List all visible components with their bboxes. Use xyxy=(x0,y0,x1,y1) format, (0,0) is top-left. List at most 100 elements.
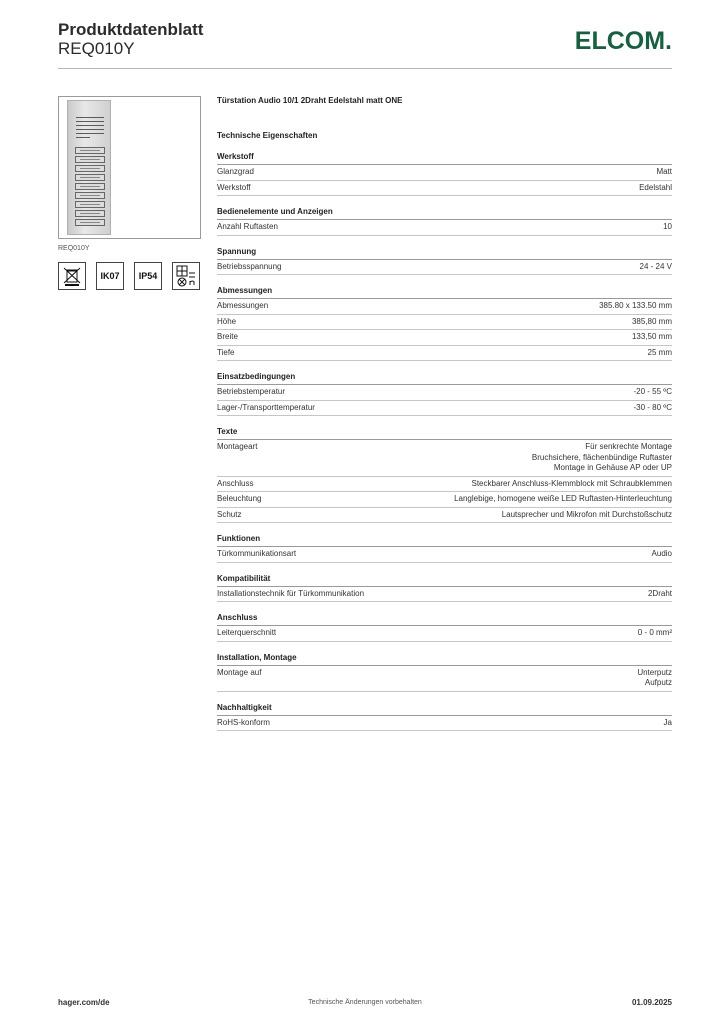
spec-label: Lager-/Transporttemperatur xyxy=(217,402,315,412)
spec-label: Beleuchtung xyxy=(217,494,262,503)
spec-label: Glanzgrad xyxy=(217,167,254,176)
section-title: Technische Eigenschaften xyxy=(217,131,318,140)
spec-row: Anzahl Ruftasten 10 xyxy=(217,220,672,236)
spec-value-line: 24 - 24 V xyxy=(639,261,672,271)
elcom-logo: ELCOM. xyxy=(574,27,672,55)
spec-value-line: 2Draht xyxy=(647,588,672,598)
spec-group-title: Installation, Montage xyxy=(217,653,672,666)
spec-value: Langlebige, homogene weiße LED Ruftasten… xyxy=(271,494,672,505)
spec-label: Höhe xyxy=(217,316,237,326)
spec-group-title: Nachhaltigkeit xyxy=(217,703,672,716)
spec-value-line: 385.80 x 133.50 mm xyxy=(599,301,672,310)
spec-label: Montageart xyxy=(217,442,258,451)
spec-row: Betriebsspannung 24 - 24 V xyxy=(217,260,672,275)
spec-value: 2Draht xyxy=(374,589,672,600)
spec-value-line: 25 mm xyxy=(647,347,672,357)
product-name: Türstation Audio 10/1 2Draht Edelstahl m… xyxy=(217,96,403,105)
spec-label: Anzahl Ruftasten xyxy=(217,222,278,231)
spec-label: RoHS-konform xyxy=(217,717,270,727)
spec-group-title: Texte xyxy=(217,427,672,440)
spec-value-line: Lautsprecher und Mikrofon mit Durchstoßs… xyxy=(501,509,672,519)
spec-value-line: 0 - 0 mm² xyxy=(637,628,672,637)
header-divider xyxy=(58,68,672,69)
spec-group-title: Spannung xyxy=(217,247,672,260)
ip54-badge: IP54 xyxy=(134,262,162,290)
spec-value: 385.80 x 133.50 mm xyxy=(278,301,672,312)
spec-value-line: -30 - 80 ºC xyxy=(633,402,673,412)
specifications: Türstation Audio 10/1 2Draht Edelstahl m… xyxy=(217,96,672,731)
spec-value-line: Langlebige, homogene weiße LED Ruftasten… xyxy=(454,494,672,503)
spec-label: Schutz xyxy=(217,509,242,519)
spec-value: 24 - 24 V xyxy=(292,261,672,273)
spec-value: 10 xyxy=(288,222,672,233)
spec-label: Tiefe xyxy=(217,347,235,357)
spec-label: Anschluss xyxy=(217,478,254,488)
spec-label: Montage auf xyxy=(217,667,262,677)
spec-value-line: Matt xyxy=(656,167,672,176)
spec-group-title: Abmessungen xyxy=(217,286,672,299)
spec-value: Matt xyxy=(264,167,672,178)
spec-label: Breite xyxy=(217,332,238,341)
door-station-illustration xyxy=(67,100,111,235)
installation-symbol-icon xyxy=(172,262,200,290)
product-sidebar: REQ010Y IK07 IP54 xyxy=(58,96,201,292)
document-title: Produktdatenblatt xyxy=(58,20,204,39)
weee-crossed-bin-icon xyxy=(58,262,86,290)
spec-row: Werkstoff Edelstahl xyxy=(217,181,672,196)
spec-label: Türkommunikationsart xyxy=(217,549,297,558)
spec-value-line: 385,80 mm xyxy=(631,316,672,326)
spec-label: Abmessungen xyxy=(217,301,269,310)
spec-row: Anschluss Steckbarer Anschluss-Klemmblock… xyxy=(217,477,672,492)
spec-group-title: Werkstoff xyxy=(217,152,672,165)
page-footer: hager.com/de Technische Änderungen vorbe… xyxy=(58,997,672,1009)
product-image xyxy=(58,96,201,239)
spec-label: Werkstoff xyxy=(217,182,251,192)
spec-row: Beleuchtung Langlebige, homogene weiße LE… xyxy=(217,492,672,508)
spec-value: -30 - 80 ºC xyxy=(325,402,673,414)
spec-value-line: Aufputz xyxy=(644,678,672,687)
certification-icons: IK07 IP54 xyxy=(58,262,201,292)
spec-value: 0 - 0 mm² xyxy=(286,628,672,639)
footer-disclaimer: Technische Änderungen vorbehalten xyxy=(308,999,422,1006)
spec-row: Lager-/Transporttemperatur -30 - 80 ºC xyxy=(217,401,673,416)
spec-group-title: Bedienelemente und Anzeigen xyxy=(217,207,672,220)
spec-label: Betriebsspannung xyxy=(217,261,282,271)
spec-value: Lautsprecher und Mikrofon mit Durchstoßs… xyxy=(251,510,672,521)
spec-row: Installationstechnik für Türkommunikatio… xyxy=(217,587,672,602)
spec-group-title: Anschluss xyxy=(217,613,672,626)
spec-group-title: Kompatibilität xyxy=(217,574,672,587)
spec-value-line: Bruchsichere, flächenbündige Ruftaster xyxy=(531,452,672,462)
spec-value-line: -20 - 55 ºC xyxy=(633,387,673,396)
spec-value-line: Steckbarer Anschluss-Klemmblock mit Schr… xyxy=(471,478,672,488)
spec-value: -20 - 55 ºC xyxy=(295,387,673,398)
spec-group-title: Einsatzbedingungen xyxy=(217,372,672,385)
spec-value-line: Unterputz xyxy=(637,667,672,677)
spec-value: 385,80 mm xyxy=(246,317,672,328)
spec-label: Installationstechnik für Türkommunikatio… xyxy=(217,588,365,598)
spec-value: Edelstahl xyxy=(261,182,672,194)
spec-row: Tiefe 25 mm xyxy=(217,346,672,361)
spec-value-line: Für senkrechte Montage xyxy=(585,442,672,451)
product-code: REQ010Y xyxy=(58,39,135,58)
spec-value: 133,50 mm xyxy=(248,332,672,343)
ik07-badge: IK07 xyxy=(96,262,124,290)
spec-label: Betriebstemperatur xyxy=(217,387,286,396)
spec-value-line: Edelstahl xyxy=(639,182,672,192)
spec-value-line: 133,50 mm xyxy=(631,332,672,341)
spec-group-title: Funktionen xyxy=(217,534,672,547)
